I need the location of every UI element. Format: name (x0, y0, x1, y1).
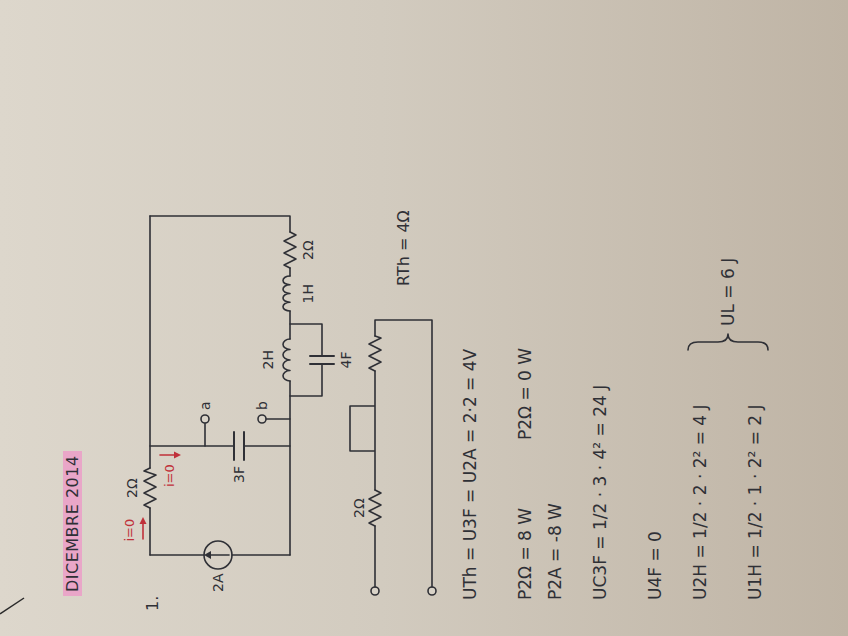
current-arrowhead (174, 452, 181, 459)
equation: P2Ω = 8 W (515, 508, 535, 600)
inductor-symbol (283, 339, 290, 381)
equation: U2H = 1/2 · 2 · 2² = 4 J (690, 404, 710, 600)
wire (290, 324, 322, 396)
equation: UC3F = 1/2 · 3 · 4² = 24 J (590, 385, 610, 600)
wire (150, 216, 290, 555)
terminal-name: a (197, 401, 214, 410)
capacitor-symbol (310, 356, 334, 364)
inductor-symbol (283, 276, 290, 311)
equation: UTh = U3F = U2A = 2·2 = 4V (460, 349, 480, 600)
current-note: i=0 (122, 519, 138, 542)
terminal-dot (428, 587, 436, 595)
equation: P2A = -8 W (545, 503, 565, 600)
result-note: RTh = 4Ω (394, 210, 413, 286)
capacitor-value: 3F (231, 466, 248, 483)
wire (350, 320, 432, 587)
resistor-symbol (369, 490, 381, 526)
curly-brace (688, 334, 768, 350)
resistor-value: 2Ω (300, 240, 317, 260)
page-heading: DICEMBRE 2014 (63, 451, 82, 596)
capacitor-symbol (234, 432, 244, 460)
capacitor-value: 4F (338, 352, 355, 369)
terminal-dot (371, 587, 379, 595)
source-arrowhead (204, 551, 211, 559)
equation: P2Ω = 0 W (515, 348, 535, 440)
terminal-dot (201, 415, 209, 423)
current-arrow (142, 522, 144, 539)
source-value: 2A (210, 574, 227, 592)
resistor-symbol (369, 336, 381, 371)
resistor-symbol (284, 232, 296, 268)
current-note: i=0 (162, 464, 178, 487)
inductor-value: 1H (300, 284, 317, 303)
wire (150, 445, 290, 447)
resistor-symbol (144, 468, 156, 508)
equation: U1H = 1/2 · 1 · 2² = 2 J (745, 404, 765, 600)
wire (150, 554, 290, 556)
callout-number: 1. (143, 596, 162, 611)
resistor-value: 2Ω (351, 498, 368, 518)
current-arrowhead (140, 517, 147, 524)
resistor-value: 2Ω (124, 478, 141, 498)
wire (205, 419, 290, 446)
pen-mark (0, 598, 24, 614)
source-arrow (210, 554, 229, 556)
current-source-symbol (204, 541, 232, 569)
terminal-dot (258, 415, 266, 423)
terminal-name: b (254, 401, 271, 410)
current-arrow (160, 454, 176, 456)
equation: UL = 6 J (718, 258, 738, 326)
inductor-value: 2H (260, 350, 277, 369)
equation: U4F = 0 (645, 531, 665, 600)
wire (149, 216, 151, 555)
